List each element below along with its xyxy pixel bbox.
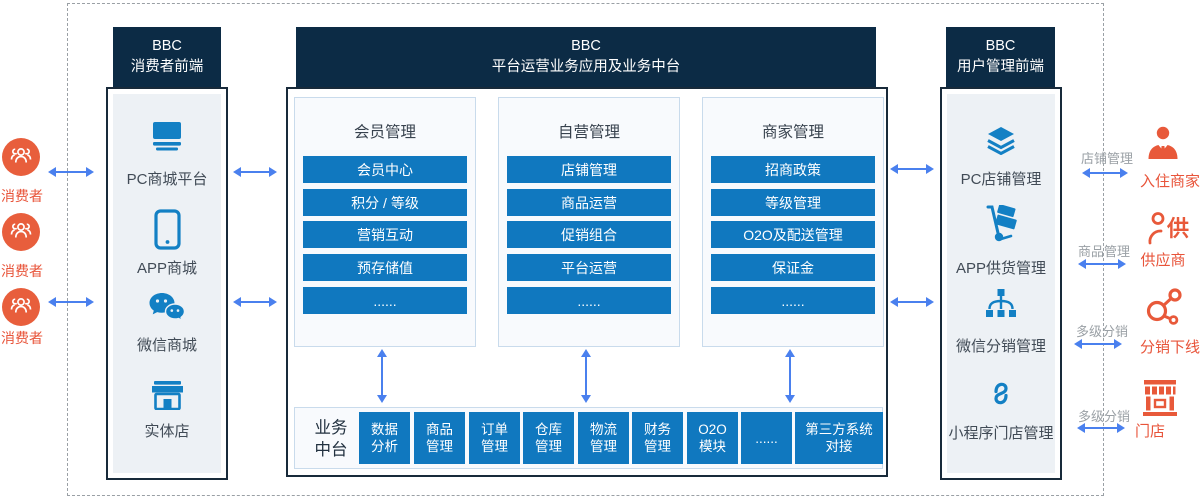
- platform-module: O2O 模块: [687, 412, 738, 464]
- middle-platform-label: 业务 中台: [314, 419, 348, 459]
- column-title: 商家管理: [761, 124, 824, 141]
- arrow-admin-to-merchant: [1082, 168, 1128, 178]
- platform-module: 商品 管理: [414, 412, 465, 464]
- actor-label: 分销下线: [1140, 339, 1200, 356]
- admin-channel-label: 微信分销管理: [955, 338, 1046, 355]
- platform-operations-panel: 会员管理 会员中心 积分 / 等级 营销互动 预存储值 ...... 自营管理 …: [286, 87, 888, 477]
- column-title: 自营管理: [557, 124, 620, 141]
- arrow-platform-to-admin: [890, 297, 934, 307]
- arrow-admin-to-distributor: [1074, 339, 1122, 349]
- consumer-avatar: [2, 213, 40, 251]
- people-group-icon: [9, 219, 33, 246]
- platform-module: ......: [741, 412, 792, 464]
- physical-store-icon: [108, 381, 226, 410]
- channel-label: PC商城平台: [126, 171, 208, 188]
- channel-label: 实体店: [144, 423, 190, 440]
- platform-module: 仓库 管理: [523, 412, 574, 464]
- actor-label: 入住商家: [1140, 173, 1200, 190]
- miniprogram-icon: [942, 377, 1060, 410]
- module-button: 平台运营: [507, 254, 671, 281]
- self-operated-column: 自营管理 店铺管理 商品运营 促销组合 平台运营 ......: [498, 97, 680, 347]
- distribution-icon: [942, 289, 1060, 320]
- admin-channel-label: PC店铺管理: [960, 171, 1042, 188]
- consumer-label: 消费者: [1, 330, 43, 346]
- arrow-column-to-middleplatform: [581, 349, 591, 403]
- relation-label: 商品管理: [1077, 244, 1130, 259]
- module-button: 等级管理: [711, 189, 875, 216]
- platform-module: 财务 管理: [632, 412, 683, 464]
- channel-label: 微信商城: [136, 337, 197, 354]
- admin-channel-label: APP供货管理: [955, 260, 1046, 277]
- module-button: 店铺管理: [507, 156, 671, 183]
- merchant-management-column: 商家管理 招商政策 等级管理 O2O及配送管理 保证金 ......: [702, 97, 884, 347]
- pc-shop-icon: [942, 127, 1060, 155]
- panel-background: [947, 94, 1055, 473]
- arrow-consumer-to-frontend: [48, 297, 94, 307]
- relation-label: 多级分销: [1075, 324, 1128, 339]
- arrow-admin-to-supplier: [1078, 259, 1126, 269]
- module-button: 促销组合: [507, 221, 671, 248]
- member-management-column: 会员管理 会员中心 积分 / 等级 营销互动 预存储值 ......: [294, 97, 476, 347]
- supplier-gong-glyph: 供: [1166, 216, 1189, 241]
- pc-mall-icon: [108, 121, 226, 151]
- platform-module: 第三方系统 对接: [795, 412, 883, 464]
- module-button: 营销互动: [303, 221, 467, 248]
- arrow-column-to-middleplatform: [785, 349, 795, 403]
- dashed-boundary: [67, 3, 1104, 496]
- wechat-mall-icon: [108, 292, 226, 325]
- module-button: 招商政策: [711, 156, 875, 183]
- arrow-platform-to-admin: [890, 164, 934, 174]
- column-title: 会员管理: [353, 124, 416, 141]
- module-button: 预存储值: [303, 254, 467, 281]
- relation-label: 多级分销: [1077, 409, 1130, 424]
- arrow-admin-to-store: [1077, 423, 1125, 433]
- share-network-icon: [1144, 287, 1184, 329]
- arrow-frontend-to-platform: [233, 167, 277, 177]
- people-group-icon: [9, 294, 33, 321]
- consumer-label: 消费者: [1, 263, 43, 279]
- module-button: O2O及配送管理: [711, 221, 875, 248]
- module-button: 商品运营: [507, 189, 671, 216]
- supply-truck-icon: [942, 205, 1060, 243]
- arrow-consumer-to-frontend: [48, 167, 94, 177]
- module-button: ......: [507, 287, 671, 314]
- module-button: 积分 / 等级: [303, 189, 467, 216]
- consumer-label: 消费者: [1, 188, 43, 204]
- user-admin-frontend-panel: PC店铺管理 APP供货管理 微信分销管理: [940, 87, 1062, 480]
- platform-module: 数据 分析: [359, 412, 410, 464]
- people-group-icon: [9, 144, 33, 171]
- actor-label: 门店: [1134, 423, 1165, 440]
- platform-module: 订单 管理: [469, 412, 520, 464]
- channel-label: APP商城: [136, 260, 197, 277]
- module-button: ......: [303, 287, 467, 314]
- relation-label: 店铺管理: [1080, 151, 1133, 166]
- module-button: 保证金: [711, 254, 875, 281]
- middle-platform-box: 业务 中台 数据 分析 商品 管理 订单 管理 仓库 管理 物流 管理 财务 管…: [294, 407, 883, 469]
- admin-channel-label: 小程序门店管理: [948, 425, 1054, 442]
- arrow-frontend-to-platform: [233, 297, 277, 307]
- consumer-frontend-panel: PC商城平台 APP商城 微信商城: [106, 87, 228, 480]
- module-button: ......: [711, 287, 875, 314]
- consumer-avatar: [2, 288, 40, 326]
- storefront-icon: [1140, 379, 1180, 419]
- consumer-avatar: [2, 138, 40, 176]
- arrow-column-to-middleplatform: [377, 349, 387, 403]
- platform-operations-header: BBC 平台运营业务应用及业务中台: [296, 27, 876, 87]
- app-mall-icon: [108, 209, 226, 250]
- consumer-frontend-header: BBC 消费者前端: [113, 27, 221, 87]
- supplier-icon: 供: [1146, 210, 1190, 248]
- platform-module: 物流 管理: [578, 412, 629, 464]
- actor-label: 供应商: [1140, 252, 1186, 269]
- user-admin-frontend-header: BBC 用户管理前端: [946, 27, 1055, 87]
- merchant-icon: [1144, 124, 1182, 162]
- module-button: 会员中心: [303, 156, 467, 183]
